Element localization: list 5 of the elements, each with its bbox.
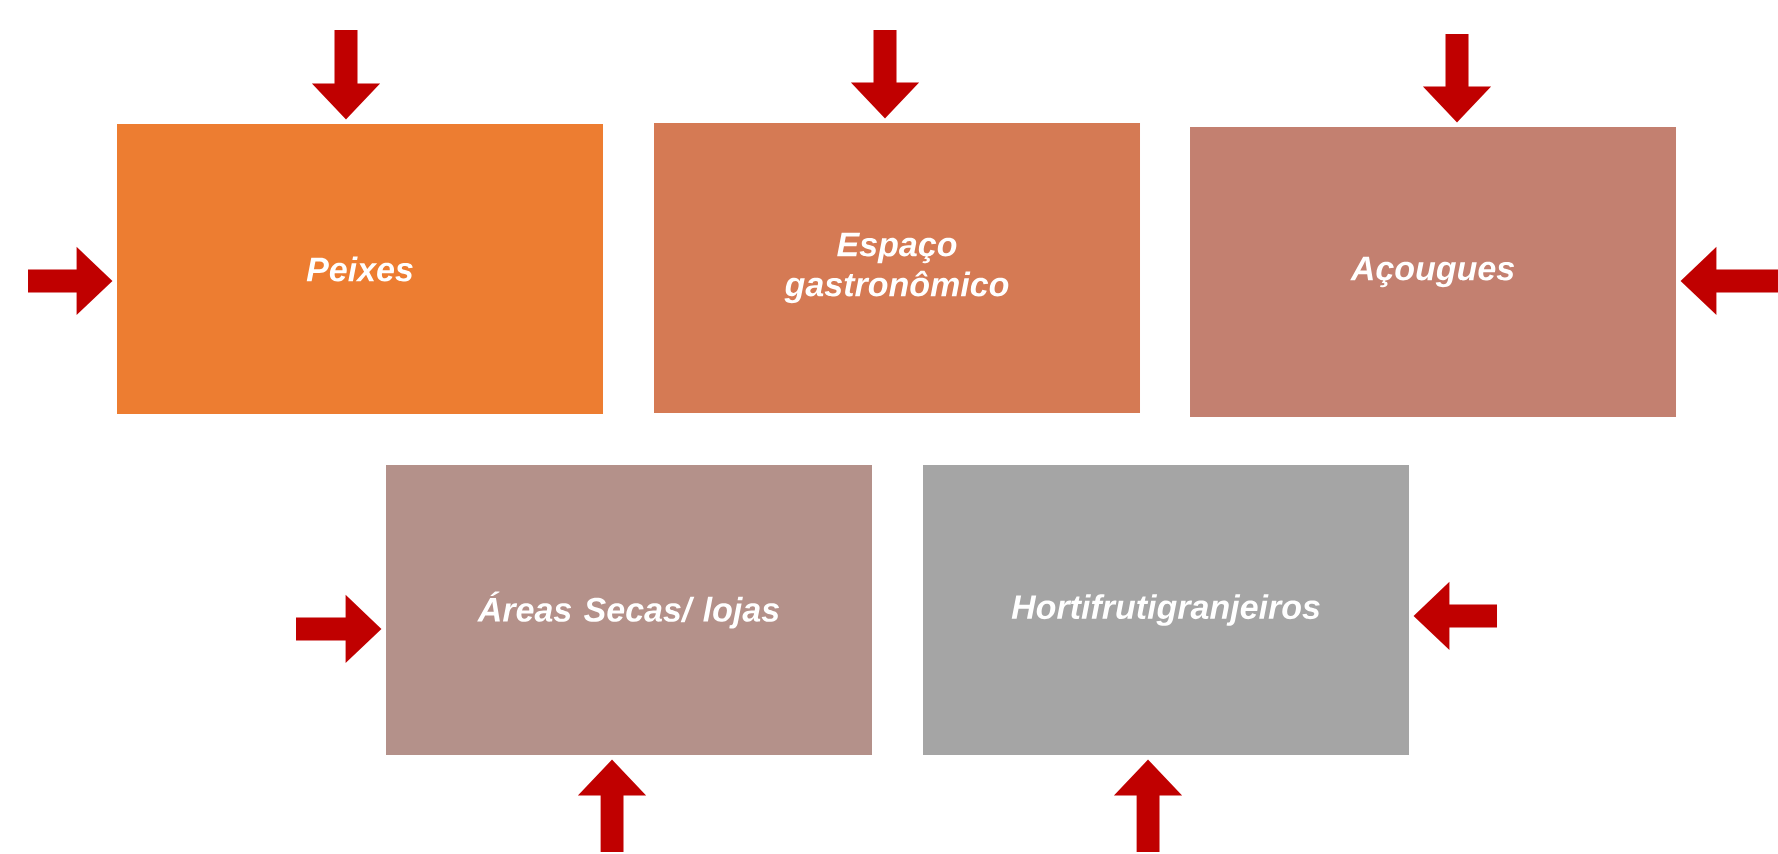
area-box: Hortifrutigranjeiros (923, 465, 1409, 755)
area-box: Espaço gastronômico (654, 123, 1140, 413)
area-box: Áreas Secas/ lojas (386, 465, 872, 755)
area-box: Açougues (1190, 127, 1676, 417)
area-box: Peixes (117, 124, 603, 414)
